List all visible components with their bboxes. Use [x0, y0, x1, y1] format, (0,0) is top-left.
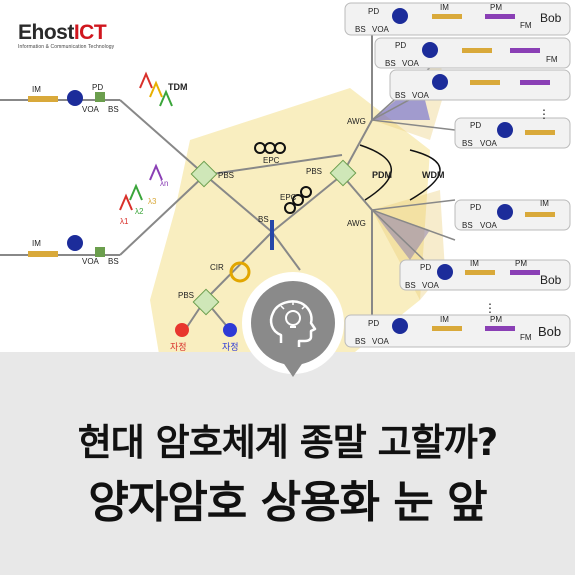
label-cir: CIR	[210, 263, 224, 272]
label-bob-r1: Bob	[540, 11, 562, 25]
label-pdm: PDM	[372, 170, 392, 180]
label-bs-r7: BS	[355, 337, 366, 346]
quantum-network-diagram: TDM EPC EPC PBS PBS PBS BS CIR AWG AWG P…	[0, 2, 571, 360]
label-pd-left-top: PD	[92, 83, 103, 92]
bs-bar	[270, 220, 274, 250]
caption-panel	[0, 352, 575, 575]
label-voa-r4: VOA	[480, 139, 498, 148]
label-voa-r3: VOA	[412, 91, 430, 100]
label-fm-r2: FM	[546, 55, 558, 64]
label-bs-r1: BS	[355, 25, 366, 34]
circulator-icon	[229, 261, 251, 283]
pbs-node-right	[329, 159, 357, 187]
logo-prefix: E	[18, 21, 32, 44]
label-pd-r6: PD	[420, 263, 431, 272]
label-voa-left-bottom: VOA	[82, 257, 100, 266]
tdm-pulses	[119, 71, 173, 211]
transmitter-top-left	[0, 90, 120, 106]
label-bob-r7: Bob	[538, 324, 561, 339]
wdm-arc	[409, 149, 441, 201]
headline-line-2: 양자암호 상용화 눈 앞	[88, 477, 487, 528]
network-hub-area	[150, 88, 430, 360]
label-pd-r1: PD	[368, 7, 379, 16]
ehostict-logo: EhostICT Information & Communication Tec…	[18, 22, 114, 50]
transmitter-bottom-left	[0, 235, 120, 257]
label-im-r5: IM	[540, 199, 549, 208]
label-lambda2: λ2	[135, 207, 144, 216]
label-voa-r2: VOA	[402, 59, 420, 68]
label-bs-left-top: BS	[108, 105, 119, 114]
badge-circle	[251, 281, 335, 365]
label-bs-r5: BS	[462, 221, 473, 230]
label-lambda1: λ1	[120, 217, 129, 226]
pbs-node-bottom	[192, 288, 220, 316]
label-voa-left-top: VOA	[82, 105, 100, 114]
label-im-left-bottom: IM	[32, 239, 41, 248]
receiver-modules	[344, 2, 571, 348]
label-wdm: WDM	[422, 170, 445, 180]
logo-ict: ICT	[73, 21, 107, 44]
label-voa-r7: VOA	[372, 337, 390, 346]
label-bs-r6: BS	[405, 281, 416, 290]
label-ellipsis-bottom: ⋮	[484, 301, 496, 315]
headline-line-1: 현대 암호체계 종말 고할까?	[77, 421, 499, 464]
label-bs-r2: BS	[385, 59, 396, 68]
label-ghost-right: 자정	[222, 342, 239, 352]
label-pd-r2: PD	[395, 41, 406, 50]
label-epc-mid: EPC	[280, 193, 297, 202]
label-awg-top: AWG	[347, 117, 366, 126]
label-pm-r6: PM	[515, 259, 527, 268]
label-pbs-left: PBS	[218, 171, 234, 180]
laser-spot-red	[175, 323, 189, 337]
pbs-node-left	[190, 160, 218, 188]
label-epc-top: EPC	[263, 156, 280, 165]
label-bs-r4: BS	[462, 139, 473, 148]
label-pm-r1: PM	[490, 3, 502, 12]
label-voa-r5: VOA	[480, 221, 498, 230]
pdm-arc	[359, 144, 392, 201]
label-pd-r5: PD	[470, 203, 481, 212]
label-pm-r7: PM	[490, 315, 502, 324]
label-bs-left-bottom: BS	[108, 257, 119, 266]
label-voa-r1: VOA	[372, 25, 390, 34]
laser-spot-blue	[223, 323, 237, 337]
label-bs-center: BS	[258, 215, 269, 224]
label-im-left-top: IM	[32, 85, 41, 94]
label-ghost-left: 자정	[170, 342, 187, 352]
label-pd-r7: PD	[368, 319, 379, 328]
label-pbs-right: PBS	[306, 167, 322, 176]
label-fm-r7: FM	[520, 333, 532, 342]
label-ellipsis-top: ⋮	[538, 107, 550, 121]
label-bs-r3: BS	[395, 91, 406, 100]
logo-host: host	[31, 21, 75, 44]
label-im-r6: IM	[470, 259, 479, 268]
head-lightbulb-icon	[251, 281, 335, 369]
label-lambdan: λn	[160, 179, 168, 188]
label-awg-bottom: AWG	[347, 219, 366, 228]
label-lambda3: λ3	[148, 197, 157, 206]
label-im-r1: IM	[440, 3, 449, 12]
awg-fan-bottom-color	[372, 210, 430, 260]
label-bob-r6: Bob	[540, 273, 562, 287]
label-fm-r1: FM	[520, 21, 532, 30]
label-pbs-bottom: PBS	[178, 291, 194, 300]
label-pd-r4: PD	[470, 121, 481, 130]
label-tdm: TDM	[168, 82, 188, 92]
logo-tagline: Information & Communication Technology	[18, 44, 115, 50]
label-im-r7: IM	[440, 315, 449, 324]
label-voa-r6: VOA	[422, 281, 440, 290]
epc-coils	[254, 142, 312, 214]
